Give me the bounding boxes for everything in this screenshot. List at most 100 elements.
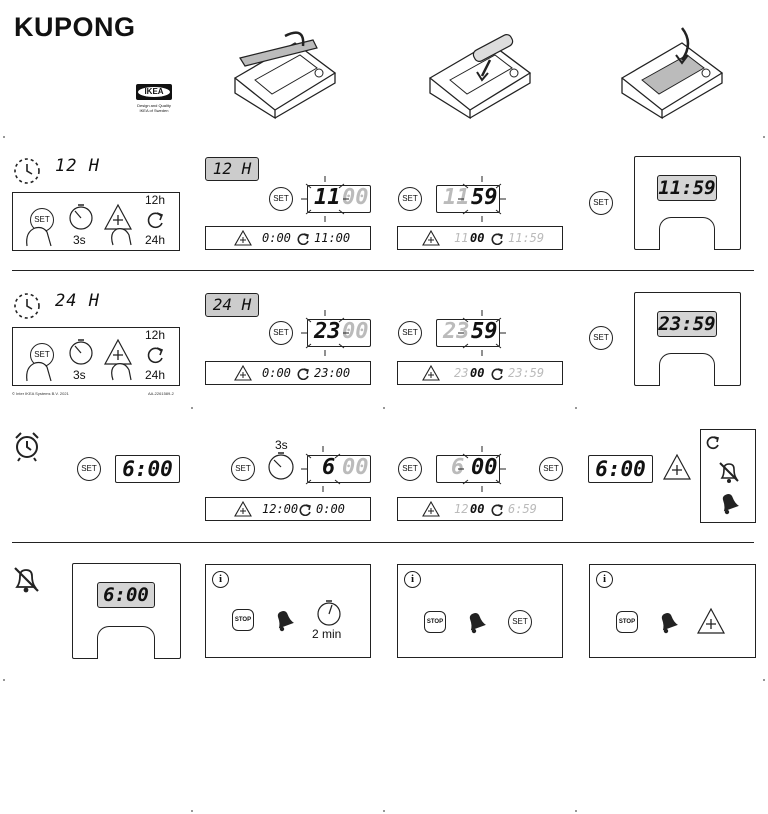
format-24h: 24h — [145, 233, 166, 247]
blink-rays-icon — [458, 310, 506, 356]
dim-hours: 23 — [443, 319, 470, 344]
timer-icon — [69, 204, 93, 230]
clock-screen: 6:00 — [97, 582, 155, 608]
adjust-bar: 0:00 23:00 — [205, 361, 371, 385]
logo-caption: Design and Quality IKEA of Sweden — [137, 103, 171, 113]
set-button[interactable]: SET — [398, 321, 422, 345]
digit-display: 23 00 — [307, 319, 371, 347]
timer-icon — [69, 339, 93, 365]
snooze-duration: 2 min — [312, 627, 342, 641]
hold-duration: 3s — [73, 233, 86, 247]
bell-icon — [722, 494, 739, 515]
alarm-clock-icon — [15, 432, 39, 462]
page-title: KUPONG — [14, 12, 136, 42]
clock-dashed-icon — [14, 158, 40, 184]
blinking-hours: 11 — [314, 185, 341, 210]
plus-icon — [422, 501, 440, 517]
cycle-icon — [147, 347, 164, 364]
set-button[interactable]: SET — [508, 610, 532, 634]
battery-cover-open-illustration — [233, 31, 337, 120]
plus-icon — [422, 230, 440, 246]
set-button[interactable]: SET — [539, 457, 563, 481]
info-panel: i STOP SET — [397, 564, 563, 658]
stop-button[interactable]: STOP — [616, 611, 638, 633]
dim-minutes: 00 — [342, 455, 369, 480]
section-divider — [12, 270, 754, 271]
plus-button-icon[interactable] — [696, 607, 726, 635]
plus-icon — [234, 501, 252, 517]
lcd-tag-24h: 24 H — [205, 293, 259, 317]
stop-button[interactable]: STOP — [232, 609, 254, 631]
digit-display: 11 00 — [307, 185, 371, 213]
dim-hours: 11 — [443, 185, 470, 210]
cycle-icon — [491, 504, 503, 516]
blink-rays-icon — [301, 446, 341, 492]
mode-label-12h: 12 H — [55, 156, 100, 176]
adjust-bar: 11 00 11:59 — [397, 226, 563, 250]
hint-box-24h: SET 3s 12h 24h — [12, 327, 180, 386]
digit-display: 11 59 — [436, 185, 500, 213]
plus-button-icon[interactable] — [662, 453, 692, 481]
info-icon: i — [404, 571, 421, 588]
info-panel: i STOP — [589, 564, 756, 658]
clock-screen: 11:59 — [657, 175, 717, 201]
finger-icon — [26, 361, 52, 382]
dim-hours: 6 — [451, 455, 465, 480]
digit-display: 23 59 — [436, 319, 500, 347]
set-button[interactable]: SET — [589, 191, 613, 215]
ikea-logo: IKEA — [136, 84, 172, 100]
clock-device: 11:59 — [634, 156, 741, 250]
blink-rays-icon — [458, 446, 506, 492]
dim-minutes: 00 — [342, 185, 369, 210]
cycle-icon — [706, 436, 719, 450]
format-24h: 24h — [145, 368, 166, 382]
set-button[interactable]: SET — [269, 321, 293, 345]
digit-display: 6 00 — [436, 455, 500, 483]
bell-off-icon — [719, 462, 739, 483]
stop-button[interactable]: STOP — [424, 611, 446, 633]
cycle-icon — [299, 504, 311, 516]
clock-device: 6:00 — [72, 563, 181, 659]
blink-rays-icon — [301, 176, 349, 222]
blinking-minutes: 59 — [471, 319, 498, 344]
blinking-hours: 6 — [322, 455, 336, 480]
set-button[interactable]: SET — [398, 187, 422, 211]
battery-insert-illustration — [428, 34, 532, 120]
timer-icon — [317, 600, 341, 626]
adjust-bar: 12:00 0:00 — [205, 497, 371, 521]
info-icon: i — [596, 571, 613, 588]
plus-icon — [234, 365, 252, 381]
blink-rays-icon — [301, 310, 349, 356]
bell-icon — [277, 611, 294, 632]
set-button[interactable]: SET — [589, 326, 613, 350]
format-12h: 12h — [145, 193, 166, 207]
info-icon: i — [212, 571, 229, 588]
plus-button-press-icon — [103, 203, 133, 246]
bell-icon — [661, 613, 678, 634]
alarm-toggle-legend — [700, 429, 756, 523]
set-button[interactable]: SET — [269, 187, 293, 211]
bell-icon — [469, 613, 486, 634]
clock-screen: 23:59 — [657, 311, 717, 337]
set-button[interactable]: SET — [398, 457, 422, 481]
adjust-bar: 23 00 23:59 — [397, 361, 563, 385]
finger-icon — [26, 226, 52, 247]
plus-button-press-icon — [103, 338, 133, 381]
cycle-icon — [491, 233, 503, 245]
section-divider — [12, 542, 754, 543]
adjust-bar: 12 00 6:59 — [397, 497, 563, 521]
set-button[interactable]: SET — [231, 457, 255, 481]
cycle-icon — [491, 368, 503, 380]
mode-label-24h: 24 H — [55, 291, 100, 311]
digit-display: 6 00 — [307, 455, 371, 483]
bell-off-icon — [14, 567, 39, 593]
blinking-hours: 23 — [314, 319, 341, 344]
clock-device: 23:59 — [634, 292, 741, 386]
info-panel: i STOP 2 min — [205, 564, 371, 658]
hint-box-12h: SET 3s 12h 24h — [12, 192, 180, 251]
hold-duration: 3s — [275, 438, 288, 452]
clock-dashed-icon — [14, 293, 40, 319]
set-button[interactable]: SET — [77, 457, 101, 481]
copyright-text: © Inter IKEA Systems B.V. 2021 — [12, 391, 69, 396]
blink-rays-icon — [458, 176, 506, 222]
